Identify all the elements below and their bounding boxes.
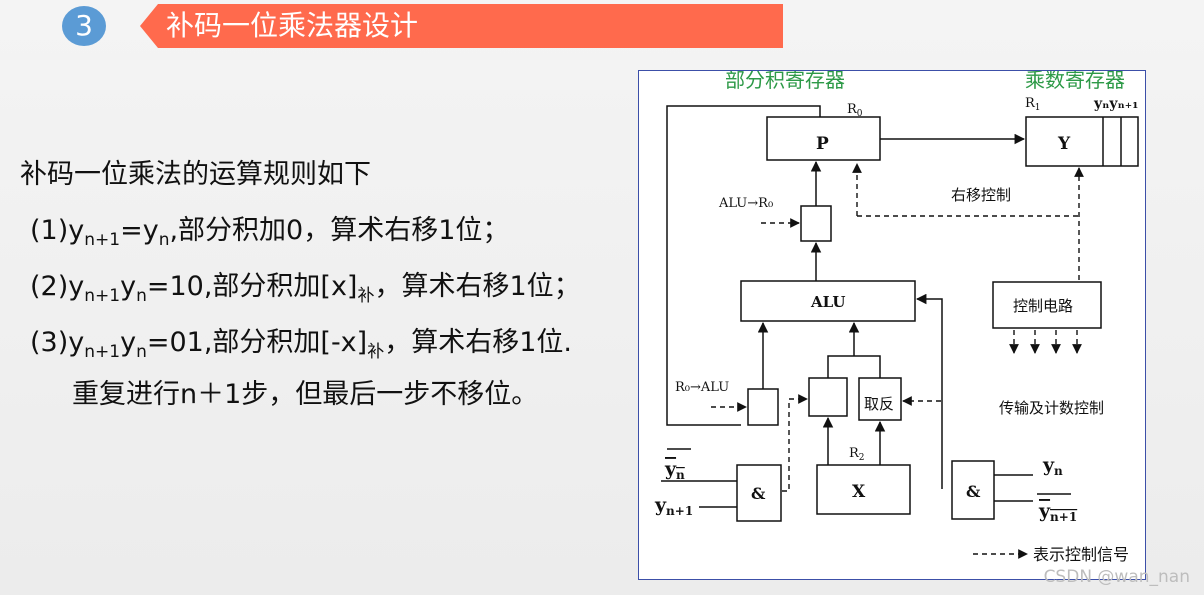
page-title: 补码一位乘法器设计	[166, 9, 419, 42]
diagram-svg: 部分积寄存器 乘数寄存器 右移控制 控制电路 取反 传输及计数控制 表示控制信号…	[654, 71, 1139, 564]
multiplier-register-label: 乘数寄存器	[1025, 71, 1125, 92]
rule-1: (1)yn+1=yn,部分积加0，算术右移1位；	[30, 215, 510, 250]
yn-bar-left-label: yn	[664, 458, 685, 482]
alu-to-r0-label: ALU→R₀	[718, 196, 773, 211]
x-gate	[808, 377, 848, 417]
register-y-box	[1025, 116, 1139, 167]
rule-repeat: 重复进行n＋1步，但最后一步不移位。	[72, 379, 539, 410]
r0-to-alu-gate	[747, 388, 779, 426]
control-circuit-box	[992, 281, 1102, 329]
and-gate-right	[951, 460, 995, 520]
legend-label: 表示控制信号	[1033, 545, 1129, 564]
x-register-box	[816, 464, 911, 515]
transfer-count-label: 传输及计数控制	[999, 399, 1104, 417]
yn1-bar-right-label: yn+1	[1038, 500, 1077, 524]
and-left-label: &	[751, 484, 766, 503]
p-label: P	[816, 134, 829, 154]
section-number-badge: 3	[62, 6, 106, 46]
yn1-left-label: yn+1	[654, 494, 693, 518]
partial-product-register-label: 部分积寄存器	[725, 71, 845, 92]
rule-3: (3)yn+1yn=01,部分积加[-x]补，算术右移1位.	[30, 327, 572, 362]
rules-heading: 补码一位乘法的运算规则如下	[20, 159, 371, 190]
yn-yn1-label: yₙyₙ₊₁	[1093, 96, 1138, 112]
title-banner	[140, 4, 783, 48]
r1-label: R1	[1025, 96, 1041, 113]
r2-label: R2	[849, 446, 865, 463]
rule-2: (2)yn+1yn=10,部分积加[x]补，算术右移1位；	[30, 271, 581, 306]
watermark: CSDN @wan_nan	[1043, 567, 1190, 587]
x-label: X	[852, 482, 866, 502]
y-label: Y	[1057, 134, 1071, 154]
shift-control-label: 右移控制	[951, 186, 1011, 204]
multiplier-diagram: 部分积寄存器 乘数寄存器 右移控制 控制电路 取反 传输及计数控制 表示控制信号…	[638, 70, 1146, 580]
yn-right-label: yn	[1042, 454, 1063, 478]
and-gate-left	[736, 464, 782, 522]
invert-label: 取反	[864, 395, 894, 413]
r0-to-alu-label: R₀→ALU	[675, 380, 729, 395]
and-right-label: &	[966, 482, 981, 501]
r0-label: R0	[847, 102, 863, 119]
control-circuit-label: 控制电路	[1013, 297, 1073, 315]
alu-label: ALU	[810, 293, 845, 311]
alu-box	[740, 280, 916, 322]
alu-to-r0-gate	[800, 205, 832, 242]
